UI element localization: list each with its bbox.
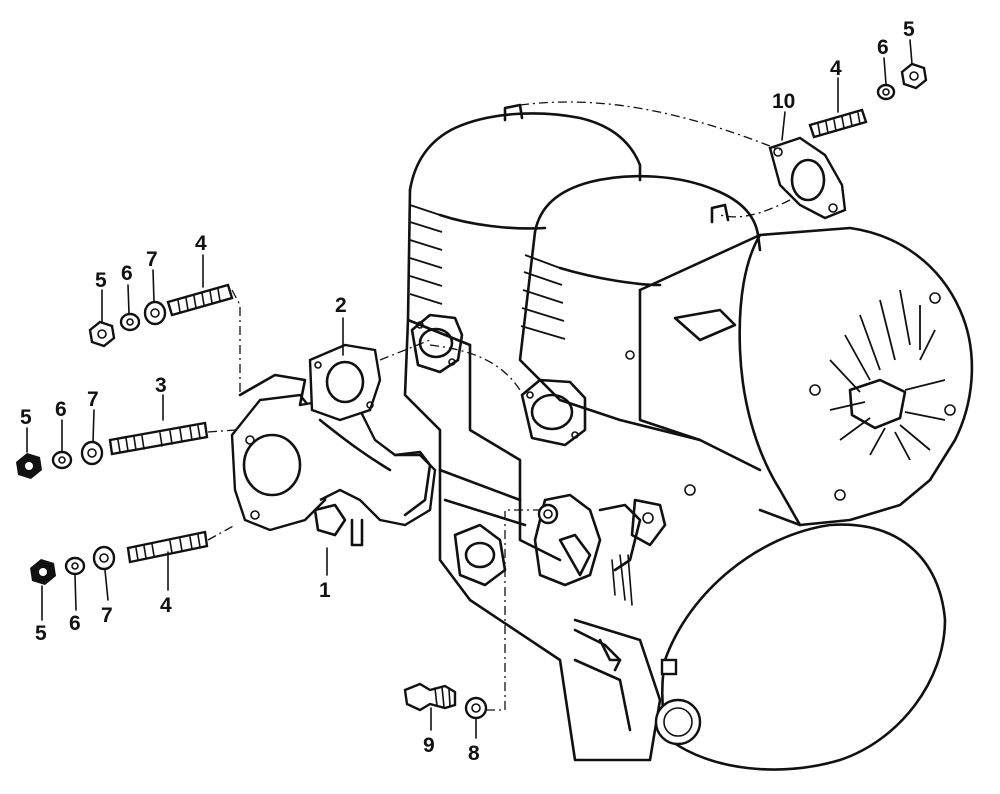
leader-lines: [207, 101, 791, 711]
callout-5-upper-left: 5: [95, 269, 107, 292]
port-gasket: [768, 136, 847, 220]
callout-6-lower-left: 6: [69, 612, 81, 635]
exhaust-port-rear: [410, 313, 464, 374]
carburetor-cluster: [533, 493, 667, 672]
engine-assembly: [403, 103, 974, 771]
mount-plate: [453, 523, 507, 587]
callout-10: 10: [772, 90, 795, 113]
stud-long-middle: [108, 421, 209, 456]
callout-4-lower-left: 4: [160, 594, 172, 617]
flat-washer-middle-left: [80, 440, 104, 466]
exhaust-manifold: [230, 373, 437, 547]
stud-lower-left: [126, 530, 209, 564]
callout-8: 8: [468, 742, 480, 765]
callout-4-upper-right: 4: [830, 57, 842, 80]
callout-3: 3: [155, 374, 167, 397]
callout-7-upper-left: 7: [146, 248, 158, 271]
lock-washer-lower-left: [64, 556, 86, 576]
callout-1: 1: [319, 579, 331, 602]
flat-washer-upper-left: [143, 300, 167, 326]
callout-9: 9: [423, 734, 435, 757]
lock-washer-upper-right: [876, 83, 896, 101]
fan-housing: [625, 226, 974, 527]
callout-6-middle-left: 6: [55, 398, 67, 421]
magneto-cover: [654, 523, 947, 771]
fitting-washer: [464, 696, 488, 720]
callout-5-lower-left: 5: [35, 622, 47, 645]
callout-leaders: [26, 39, 913, 739]
shroud-tab: [673, 308, 737, 342]
stud-upper-right: [808, 108, 868, 139]
crankcase: [403, 318, 762, 762]
callout-5-middle-left: 5: [20, 406, 32, 429]
exhaust-port-front: [520, 378, 587, 447]
nut-lower-left: [30, 559, 56, 585]
callout-6-upper-right: 6: [877, 36, 889, 59]
callout-2: 2: [335, 294, 347, 317]
drain-fitting: [403, 682, 457, 712]
callout-labels: 1 2 3 4 4 4 5 5 5 5 6 6 6 6 7 7 7 8 9 10: [20, 18, 915, 765]
callout-6-upper-left: 6: [121, 262, 133, 285]
stud-upper-left: [166, 283, 234, 317]
callout-5-upper-right: 5: [903, 18, 915, 41]
flat-washer-lower-left: [92, 545, 116, 571]
callout-7-middle-left: 7: [87, 388, 99, 411]
lock-washer-middle-left: [51, 450, 73, 470]
nut-upper-left: [88, 320, 116, 348]
lock-washer-upper-left: [119, 312, 141, 332]
manifold-gasket: [308, 343, 382, 422]
nut-upper-right: [900, 62, 928, 90]
callout-4-upper-left: 4: [195, 232, 207, 255]
callout-7-lower-left: 7: [101, 604, 113, 627]
nut-middle-left: [16, 453, 42, 479]
